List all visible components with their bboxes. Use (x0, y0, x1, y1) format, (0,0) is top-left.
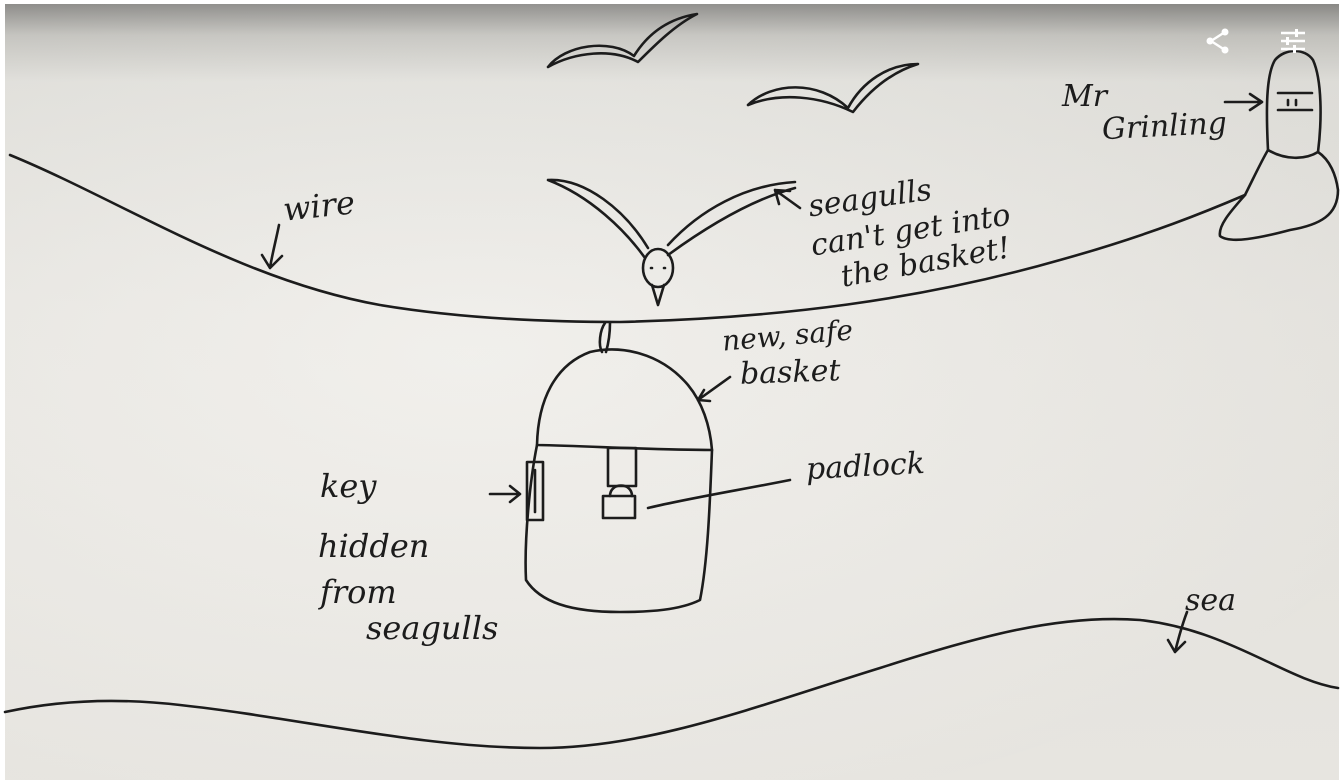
label-key-line3: from (320, 576, 397, 608)
padlock-pointer (648, 480, 790, 508)
lighthouse-window (1278, 93, 1312, 110)
share-icon (1202, 25, 1234, 57)
label-basket-line2: basket (740, 356, 841, 389)
label-sea: sea (1185, 586, 1236, 616)
sea-arrow (1168, 612, 1187, 652)
adjust-button[interactable] (1273, 21, 1313, 61)
label-padlock: padlock (805, 449, 925, 485)
basket-lid (537, 350, 712, 450)
label-key-line1: key (320, 470, 376, 502)
share-button[interactable] (1198, 21, 1238, 61)
basket-hanger (600, 323, 610, 352)
basket-body (526, 445, 712, 612)
seagull-big (548, 180, 795, 258)
label-key-line4: seagulls (366, 612, 498, 644)
wire-arrow (262, 225, 282, 268)
seagull-big-head (643, 249, 673, 287)
island (1220, 150, 1338, 240)
padlock-strap (608, 448, 636, 486)
label-wire: wire (282, 186, 357, 225)
seagull-top-middle (748, 64, 918, 112)
key-arrow (490, 486, 520, 502)
padlock-body (603, 496, 635, 518)
wire-line (10, 155, 1245, 322)
mr-grinling-arrow (1225, 94, 1262, 110)
label-mr: Mr (1062, 82, 1107, 112)
seagulls-arrow (775, 190, 800, 208)
sea-line (5, 619, 1338, 748)
seagull-top-left (548, 14, 697, 67)
label-key-line2: hidden (318, 530, 429, 562)
tune-sliders-icon (1277, 25, 1309, 57)
label-grinling: Grinling (1101, 109, 1227, 145)
basket-arrow (698, 377, 730, 401)
lighthouse (1267, 51, 1321, 152)
